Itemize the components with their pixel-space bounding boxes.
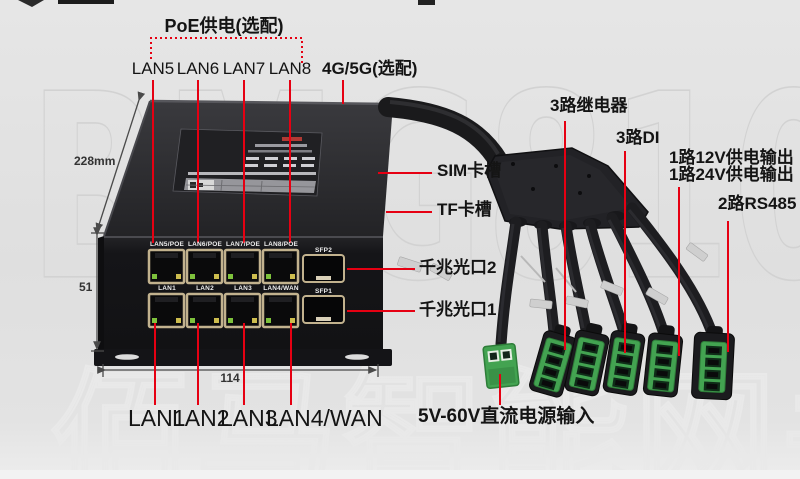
panel-label-lan1: LAN1 xyxy=(158,285,176,292)
device-left-side xyxy=(98,236,104,354)
rj45-ports-top-row xyxy=(147,248,300,285)
gateway-device xyxy=(94,99,394,366)
label-tf-slot: TF卡槽 xyxy=(437,200,492,219)
rj45-port xyxy=(223,292,262,329)
label-dc-input: 5V-60V直流电源输入 xyxy=(418,406,595,427)
dimension-arrows xyxy=(91,91,379,377)
main-cable xyxy=(378,97,509,172)
mounting-slot-right xyxy=(345,354,369,360)
bottom-strip xyxy=(0,470,800,479)
rj45-port xyxy=(185,292,224,329)
label-lan5: LAN5 xyxy=(131,59,175,78)
panel-label-lan6poe: LAN6/POE xyxy=(187,241,223,248)
sfp2-port xyxy=(302,254,345,283)
label-lan2: LAN2 xyxy=(172,405,230,431)
label-lan3: LAN3 xyxy=(220,405,278,431)
terminal-connector-5 xyxy=(691,325,735,401)
poe-dotted-bracket xyxy=(150,37,303,63)
cable-power xyxy=(495,216,522,350)
main-cable-sheen xyxy=(389,100,500,156)
panel-label-lan8poe: LAN8/POE xyxy=(263,241,299,248)
terminal-connector-2 xyxy=(564,322,610,397)
label-relay: 3路继电器 xyxy=(550,96,628,115)
rj45-ports-bottom-row xyxy=(147,292,300,329)
cable-rs485-a xyxy=(606,212,670,340)
leader-lines xyxy=(150,37,729,405)
rj45-port xyxy=(185,248,224,285)
terminal-connector-1 xyxy=(529,324,577,398)
cable-di xyxy=(560,220,592,336)
lid-far-edge xyxy=(149,99,394,106)
label-di: 3路DI xyxy=(616,128,660,147)
rj45-port xyxy=(147,292,186,329)
label-sfp1: 千兆光口1 xyxy=(419,300,497,319)
dim-228mm: 228mm xyxy=(74,154,116,168)
rj45-port xyxy=(261,248,300,285)
power-connector xyxy=(482,342,520,390)
label-lan8: LAN8 xyxy=(268,59,312,78)
panel-label-sfp1: SFP1 xyxy=(314,288,333,295)
label-lan6: LAN6 xyxy=(176,59,220,78)
poe-title: PoE供电(选配) xyxy=(164,16,284,36)
label-sim-slot: SIM卡槽 xyxy=(437,161,502,180)
label-lan1: LAN1 xyxy=(128,405,186,431)
cable-tags xyxy=(397,242,708,310)
cable-splitter xyxy=(485,147,649,231)
panel-label-lan3: LAN3 xyxy=(234,285,252,292)
label-rs485: 2路RS485 xyxy=(718,194,797,213)
dim-51: 51 xyxy=(79,280,93,294)
label-24v-output: 1路24V供电输出 xyxy=(669,165,794,184)
dim-114: 114 xyxy=(220,371,240,385)
rj45-port xyxy=(261,292,300,329)
cable-out xyxy=(584,218,630,338)
dim-228mm-line xyxy=(95,91,146,233)
cable-relay xyxy=(536,220,560,338)
top-edge-artifacts xyxy=(18,0,435,7)
panel-label-lan2: LAN2 xyxy=(196,285,214,292)
rj45-port xyxy=(147,248,186,285)
panel-label-lan7poe: LAN7/POE xyxy=(225,241,261,248)
cable-harness xyxy=(378,97,735,401)
label-sfp2: 千兆光口2 xyxy=(419,258,497,277)
panel-label-sfp2: SFP2 xyxy=(314,247,333,254)
terminal-connector-4 xyxy=(642,324,684,398)
label-12v-output: 1路12V供电输出 xyxy=(669,148,794,167)
panel-label-lan4wan: LAN4/WAN xyxy=(263,285,299,292)
label-4g5g: 4G/5G(选配) xyxy=(322,59,418,78)
panel-label-lan5poe: LAN5/POE xyxy=(149,241,185,248)
device-sticker xyxy=(172,128,323,197)
sfp1-port xyxy=(302,295,345,324)
label-lan4-wan: LAN4/WAN xyxy=(266,405,383,431)
rj45-port xyxy=(223,248,262,285)
label-lan7: LAN7 xyxy=(222,59,266,78)
mounting-slot-left xyxy=(115,354,139,360)
